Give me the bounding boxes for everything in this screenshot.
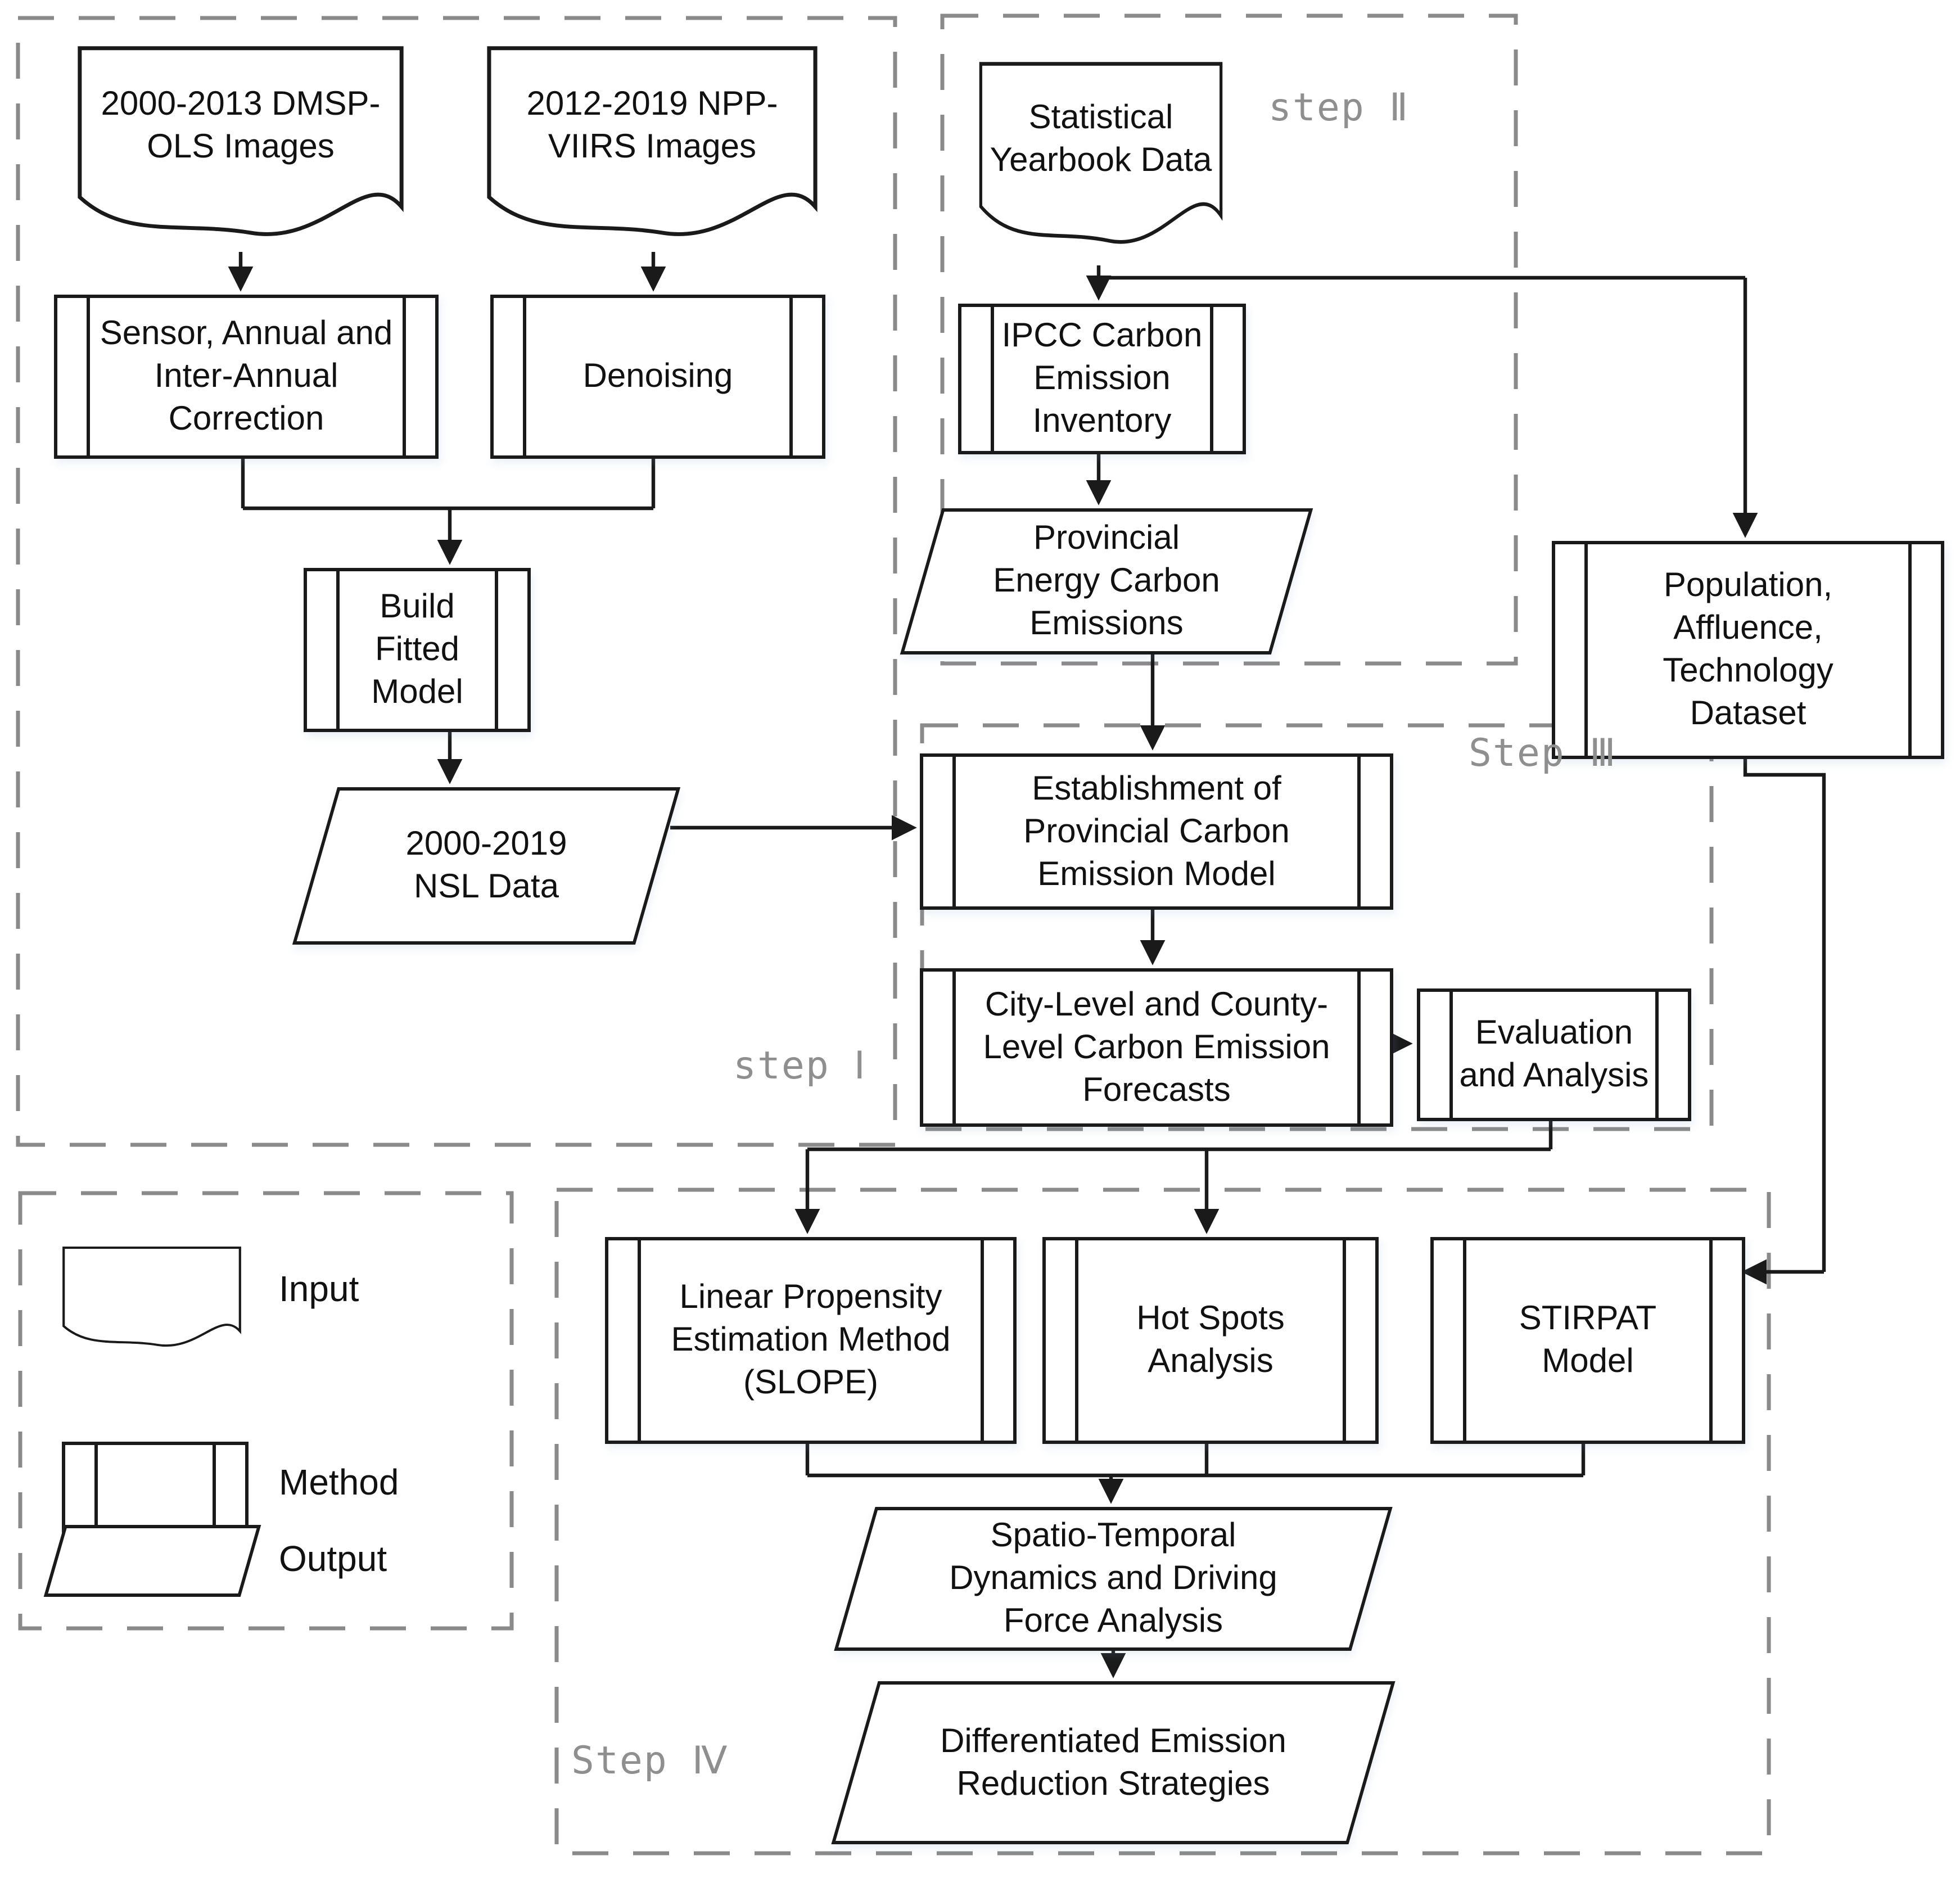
node-ipcc-inventory-label: IPCC Carbon Emission Inventory xyxy=(1001,317,1203,440)
node-evaluation-analysis-label: Evaluation and Analysis xyxy=(1459,1014,1649,1094)
legend-container xyxy=(18,1191,514,1631)
node-slope-method: Linear Propensity Estimation Method (SLO… xyxy=(605,1237,1017,1444)
node-statistical-yearbook: Statistical Yearbook Data xyxy=(978,61,1223,265)
node-stirpat-model: STIRPAT Model xyxy=(1430,1237,1745,1444)
node-city-county-forecasts-label: City-Level and County-Level Carbon Emiss… xyxy=(983,986,1330,1108)
legend-output-shape xyxy=(43,1525,261,1597)
step3-label: Step Ⅲ xyxy=(1469,731,1617,776)
node-pat-dataset-label: Population, Affluence, Technology Datase… xyxy=(1663,567,1833,732)
legend-input-label: Input xyxy=(279,1268,359,1309)
node-pat-dataset: Population, Affluence, Technology Datase… xyxy=(1552,541,1944,759)
node-dmsp-ols-images: 2000-2013 DMSP-OLS Images xyxy=(76,45,405,259)
node-sensor-correction-label: Sensor, Annual and Inter-Annual Correcti… xyxy=(100,315,393,437)
legend-input-shape xyxy=(62,1246,242,1358)
node-statistical-yearbook-label: Statistical Yearbook Data xyxy=(990,98,1212,179)
document-shape xyxy=(487,46,818,236)
node-sensor-correction: Sensor, Annual and Inter-Annual Correcti… xyxy=(54,295,439,459)
node-differentiated-strategies: Differentiated Emission Reduction Strate… xyxy=(831,1681,1396,1844)
node-slope-method-label: Linear Propensity Estimation Method (SLO… xyxy=(671,1279,951,1401)
node-provincial-emissions-label: Provincial Energy Carbon Emissions xyxy=(993,520,1220,642)
node-spatio-temporal-analysis: Spatio-Temporal Dynamics and Driving For… xyxy=(834,1507,1393,1651)
node-stirpat-model-label: STIRPAT Model xyxy=(1519,1300,1657,1380)
step1-label: step Ⅰ xyxy=(733,1044,866,1089)
node-provincial-model: Establishment of Provincial Carbon Emiss… xyxy=(920,753,1393,910)
node-denoising-label: Denoising xyxy=(582,358,733,395)
step4-container xyxy=(554,1188,1771,1856)
edge-merge-correction xyxy=(241,452,656,511)
node-denoising: Denoising xyxy=(490,295,825,459)
node-city-county-forecasts: City-Level and County-Level Carbon Emiss… xyxy=(920,968,1393,1127)
parallelogram-shape xyxy=(43,1525,261,1597)
step3-container xyxy=(920,723,1714,1131)
node-spatio-temporal-analysis-label: Spatio-Temporal Dynamics and Driving For… xyxy=(949,1517,1277,1640)
legend-output-label: Output xyxy=(279,1538,387,1579)
step1-container xyxy=(16,16,897,1147)
node-nsl-data-label: 2000-2019 NSL Data xyxy=(405,825,567,905)
legend-method-label: Method xyxy=(279,1462,399,1502)
node-provincial-model-label: Establishment of Provincial Carbon Emiss… xyxy=(1023,770,1290,892)
legend-method-shape xyxy=(62,1442,249,1534)
node-ipcc-inventory: IPCC Carbon Emission Inventory xyxy=(958,304,1246,454)
document-shape xyxy=(62,1247,241,1347)
document-shape xyxy=(979,62,1223,244)
node-build-fitted-model: Build Fitted Model xyxy=(304,568,531,732)
node-npp-viirs-images: 2012-2019 NPP-VIIRS Images xyxy=(486,45,819,259)
edge-methods-bus xyxy=(805,1437,1586,1478)
node-provincial-emissions: Provincial Energy Carbon Emissions xyxy=(900,508,1313,654)
node-build-fitted-model-label: Build Fitted Model xyxy=(371,588,463,711)
node-nsl-data: 2000-2019 NSL Data xyxy=(292,787,681,945)
node-evaluation-analysis: Evaluation and Analysis xyxy=(1417,988,1691,1121)
node-differentiated-strategies-label: Differentiated Emission Reduction Strate… xyxy=(940,1722,1286,1802)
node-npp-viirs-images-label: 2012-2019 NPP-VIIRS Images xyxy=(526,85,778,166)
node-dmsp-ols-images-label: 2000-2013 DMSP-OLS Images xyxy=(101,85,381,166)
document-shape xyxy=(78,46,404,236)
edge-pop-stirpat-run xyxy=(1743,753,1826,1272)
node-hot-spots-analysis: Hot Spots Analysis xyxy=(1042,1237,1379,1444)
step4-label: Step Ⅳ xyxy=(571,1739,729,1784)
node-hot-spots-analysis-label: Hot Spots Analysis xyxy=(1136,1300,1285,1380)
step2-label: step Ⅱ xyxy=(1268,85,1410,130)
